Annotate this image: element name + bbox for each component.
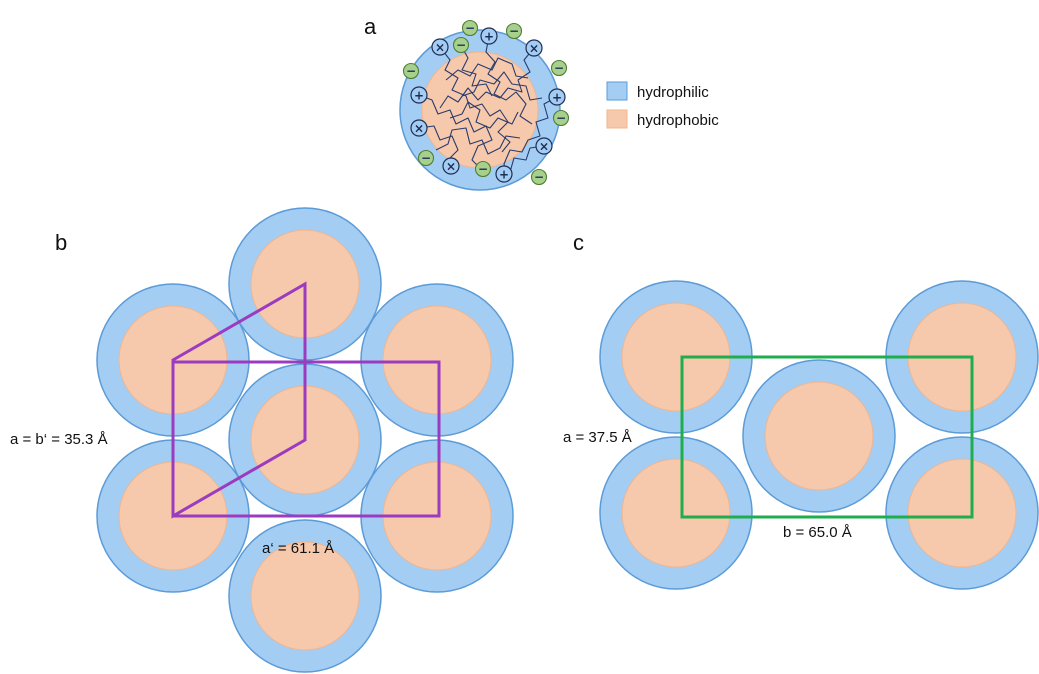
svg-text:−: − bbox=[421, 151, 431, 165]
rectangular-unit-cell bbox=[680, 355, 974, 519]
cation-circle-icon: + bbox=[480, 27, 498, 45]
panel-a-label: a bbox=[364, 14, 377, 39]
micelle-diagram: × + × + × + × × + − − − − − − − − − bbox=[399, 19, 570, 191]
legend: hydrophilic hydrophobic bbox=[606, 81, 719, 129]
polymer-chains bbox=[418, 35, 558, 175]
cation-circle-icon: + bbox=[495, 165, 513, 183]
anion-circle-icon: − bbox=[417, 149, 435, 167]
anion-circle-icon: − bbox=[505, 22, 523, 40]
anion-circle-icon: − bbox=[461, 19, 479, 37]
dimension-label-a: a = 37.5 Å bbox=[563, 429, 632, 446]
legend-label-hydrophobic: hydrophobic bbox=[637, 112, 719, 129]
panel-b-label: b bbox=[55, 230, 67, 255]
cation-circle-icon: × bbox=[535, 137, 553, 155]
svg-text:+: + bbox=[552, 91, 562, 105]
svg-text:−: − bbox=[556, 111, 566, 125]
svg-text:−: − bbox=[406, 64, 416, 78]
cation-circle-icon: + bbox=[410, 86, 428, 104]
micelle-c-upper-left bbox=[599, 280, 753, 434]
svg-text:−: − bbox=[554, 61, 564, 75]
svg-text:−: − bbox=[465, 21, 475, 35]
svg-text:−: − bbox=[456, 38, 466, 52]
svg-text:+: + bbox=[499, 168, 509, 182]
cation-circle-icon: × bbox=[525, 39, 543, 57]
anion-circle-icon: − bbox=[402, 62, 420, 80]
micelle-bottom bbox=[228, 519, 382, 673]
anion-circle-icon: − bbox=[550, 59, 568, 77]
micelle-upper-right bbox=[360, 283, 514, 437]
legend-label-hydrophilic: hydrophilic bbox=[637, 84, 709, 101]
svg-text:−: − bbox=[478, 162, 488, 176]
svg-text:×: × bbox=[529, 42, 539, 56]
legend-swatch-hydrophilic bbox=[606, 81, 628, 101]
svg-text:+: + bbox=[484, 30, 494, 44]
rectangular-packing bbox=[599, 280, 1039, 590]
dimension-label-b: b = 65.0 Å bbox=[783, 524, 852, 541]
svg-text:×: × bbox=[446, 160, 456, 174]
svg-text:×: × bbox=[414, 122, 424, 136]
anion-circle-icon: − bbox=[552, 109, 570, 127]
legend-item-hydrophilic: hydrophilic bbox=[606, 81, 709, 101]
panel-c-label: c bbox=[573, 230, 584, 255]
anion-circle-icon: − bbox=[452, 36, 470, 54]
micelle-c-center bbox=[742, 359, 896, 513]
svg-text:−: − bbox=[534, 170, 544, 184]
svg-text:×: × bbox=[539, 140, 549, 154]
cation-circle-icon: × bbox=[431, 38, 449, 56]
legend-swatch-hydrophobic bbox=[606, 109, 628, 129]
dimension-label-a-prime: a‘ = 61.1 Å bbox=[262, 540, 334, 557]
svg-text:−: − bbox=[509, 24, 519, 38]
anion-circle-icon: − bbox=[474, 160, 492, 178]
cation-circle-icon: × bbox=[442, 157, 460, 175]
hexagonal-packing bbox=[96, 207, 514, 673]
anion-circle-icon: − bbox=[530, 168, 548, 186]
cation-circle-icon: × bbox=[410, 119, 428, 137]
svg-text:+: + bbox=[414, 89, 424, 103]
cation-circle-icon: + bbox=[548, 88, 566, 106]
micelle-c-lower-right bbox=[885, 436, 1039, 590]
dimension-label-a-b: a = b‘ = 35.3 Å bbox=[10, 431, 108, 448]
legend-item-hydrophobic: hydrophobic bbox=[606, 109, 719, 129]
anion-ions: − − − − − − − − − bbox=[402, 19, 570, 186]
orthorhombic-unit-cell bbox=[171, 360, 441, 518]
cation-ions: × + × + × + × × + bbox=[410, 27, 566, 183]
micelle-c-lower-left bbox=[599, 436, 753, 590]
svg-text:×: × bbox=[435, 41, 445, 55]
